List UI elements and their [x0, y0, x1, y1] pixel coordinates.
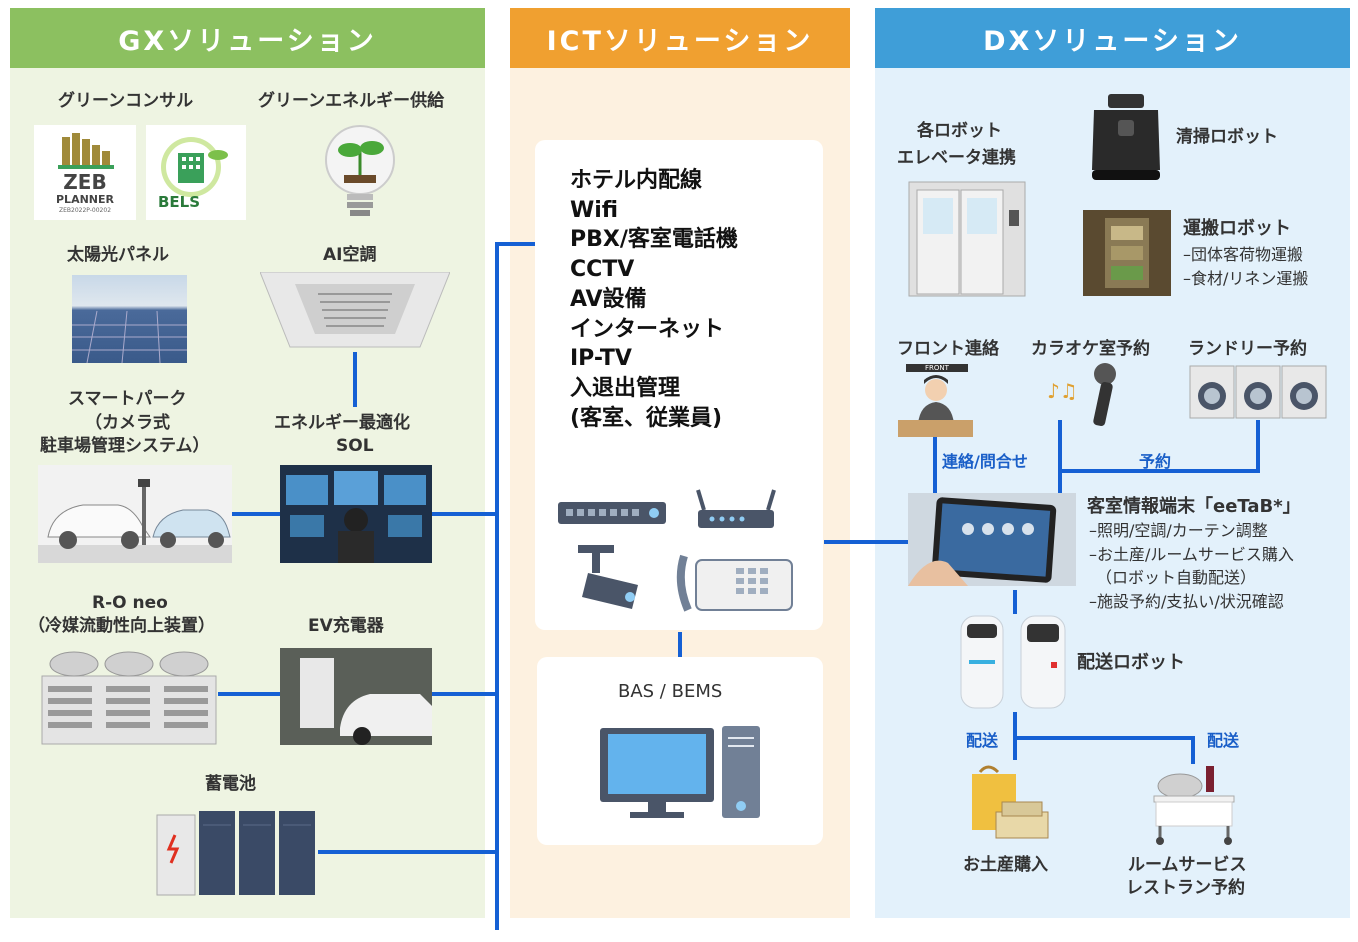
tablet-robot-link — [1013, 590, 1017, 614]
deliver-split — [1013, 736, 1195, 740]
karaoke-label: カラオケ室予約 — [1031, 339, 1150, 359]
ict-item-pbx: PBX/客室電話機 — [570, 227, 738, 253]
ict-item-internet: インターネット — [570, 316, 725, 342]
eetab-item-2: –お土産/ルームサービス購入 — [1089, 545, 1294, 564]
zeb-text: ZEB — [63, 170, 107, 194]
control-room-photo — [280, 465, 432, 563]
solar-label: 太陽光パネル — [67, 245, 169, 265]
network-switch-icon — [556, 498, 668, 528]
ceiling-aircon-icon — [260, 272, 450, 352]
elevator-illustration — [907, 180, 1027, 298]
front-desk-illustration: FRONT — [898, 364, 973, 437]
ai-aircon-label: AI空調 — [323, 245, 377, 265]
eetab-title: 客室情報端末「eeTaB*」 — [1087, 496, 1301, 517]
smart-park-line1: スマートパーク — [68, 389, 187, 409]
smartpark-link — [232, 512, 280, 516]
ict-item-access-sub: (客室、従業員) — [570, 405, 723, 431]
room-service-line1: ルームサービス — [1128, 855, 1247, 875]
room-service-line2: レストラン予約 — [1126, 878, 1245, 898]
lightbulb-sprout-icon — [320, 120, 400, 225]
green-consult-label: グリーンコンサル — [58, 91, 194, 111]
sol-link — [432, 512, 497, 516]
ict-item-wifi: Wifi — [570, 197, 619, 223]
outdoor-units-illustration — [40, 648, 218, 745]
ict-item-cctv: CCTV — [570, 257, 635, 283]
smart-parking-cars-illustration — [38, 465, 232, 563]
smart-park-line2: （カメラ式 — [85, 413, 170, 433]
cleaning-robot-photo — [1088, 92, 1164, 184]
svg-text:♪♫: ♪♫ — [1047, 379, 1078, 403]
cctv-camera-icon — [578, 545, 650, 613]
bels-logo: BELS — [146, 125, 246, 220]
transport-item-2: –食材/リネン運搬 — [1183, 269, 1309, 288]
eetab-item-4: –施設予約/支払い/状況確認 — [1089, 592, 1284, 611]
battery-storage-illustration — [155, 805, 318, 897]
cleaning-robot-label: 清掃ロボット — [1176, 127, 1278, 147]
gx-header: GXソリューション — [10, 8, 485, 68]
room-service-cart-icon — [1150, 762, 1240, 846]
karaoke-mic-icon: ♪♫ — [1045, 362, 1125, 430]
elevator-line1: 各ロボット — [917, 121, 1002, 141]
energy-opt-line1: エネルギー最適化 — [274, 413, 410, 433]
deliver-right-label: 配送 — [1207, 731, 1240, 750]
ict-item-av: AV設備 — [570, 286, 647, 312]
energy-opt-line2: SOL — [336, 436, 374, 456]
bas-bems-label: BAS / BEMS — [618, 681, 723, 702]
ict-item-iptv: IP-TV — [570, 346, 632, 372]
zeb-code-text: ZEB2022P-00202 — [58, 207, 112, 214]
ro-ev-link — [218, 692, 280, 696]
solar-panel-photo — [72, 275, 187, 363]
battery-label: 蓄電池 — [205, 774, 256, 794]
planner-text: PLANNER — [56, 193, 114, 206]
ict-item-wiring: ホテル内配線 — [570, 168, 703, 193]
eetab-item-1: –照明/空調/カーテン調整 — [1089, 521, 1268, 540]
deliver-left-label: 配送 — [966, 731, 999, 750]
transport-robot-title: 運搬ロボット — [1183, 218, 1291, 239]
smart-park-line3: 駐車場管理システム） — [40, 436, 210, 456]
tablet-photo — [908, 493, 1076, 586]
aircon-sol-link — [353, 352, 357, 407]
eetab-item-3: （ロボット自動配送） — [1096, 568, 1257, 587]
bus-to-ict-link — [495, 242, 535, 246]
green-energy-label: グリーンエネルギー供給 — [258, 91, 445, 111]
ict-bas-link — [678, 632, 682, 657]
front-sign-text: FRONT — [925, 364, 949, 372]
deliver-room-link — [1191, 736, 1195, 764]
ev-link — [432, 692, 497, 696]
bels-text: BELS — [158, 193, 201, 211]
reserve-label: 予約 — [1139, 452, 1172, 471]
ict-main-bus — [495, 242, 499, 930]
ev-charger-photo — [280, 648, 432, 745]
ict-item-access: 入退出管理 — [570, 375, 681, 401]
souvenir-label: お土産購入 — [963, 855, 1048, 875]
laundry-link-v — [1256, 420, 1260, 473]
ev-label: EV充電器 — [308, 616, 384, 636]
transport-item-1: –団体客荷物運搬 — [1183, 245, 1304, 264]
desk-phone-icon — [676, 552, 794, 614]
ro-neo-line2: （冷媒流動性向上装置） — [28, 616, 215, 636]
zeb-planner-logo: ZEB PLANNER ZEB2022P-00202 — [34, 125, 136, 220]
laundry-machines-icon — [1188, 364, 1328, 420]
battery-link — [318, 850, 497, 854]
ict-items-list: ホテル内配線 Wifi PBX/客室電話機 CCTV AV設備 インターネット … — [570, 166, 738, 433]
laundry-label: ランドリー予約 — [1188, 339, 1307, 359]
dx-header: DXソリューション — [875, 8, 1350, 68]
front-label: フロント連絡 — [897, 339, 999, 359]
wifi-router-icon — [696, 488, 776, 532]
laundry-link-h — [1058, 469, 1260, 473]
delivery-robots-photo — [955, 612, 1073, 712]
front-link — [933, 436, 937, 494]
ict-header: ICTソリューション — [510, 8, 850, 68]
souvenir-bag-icon — [968, 762, 1054, 846]
delivery-robot-label: 配送ロボット — [1077, 652, 1185, 673]
transport-robot-photo — [1083, 210, 1171, 296]
ict-dx-link — [824, 540, 910, 544]
elevator-line2: エレベータ連携 — [897, 148, 1016, 168]
desktop-computer-icon — [598, 722, 762, 822]
karaoke-link — [1058, 420, 1062, 494]
ro-neo-line1: R-O neo — [92, 593, 168, 613]
contact-label: 連絡/問合せ — [942, 452, 1028, 471]
